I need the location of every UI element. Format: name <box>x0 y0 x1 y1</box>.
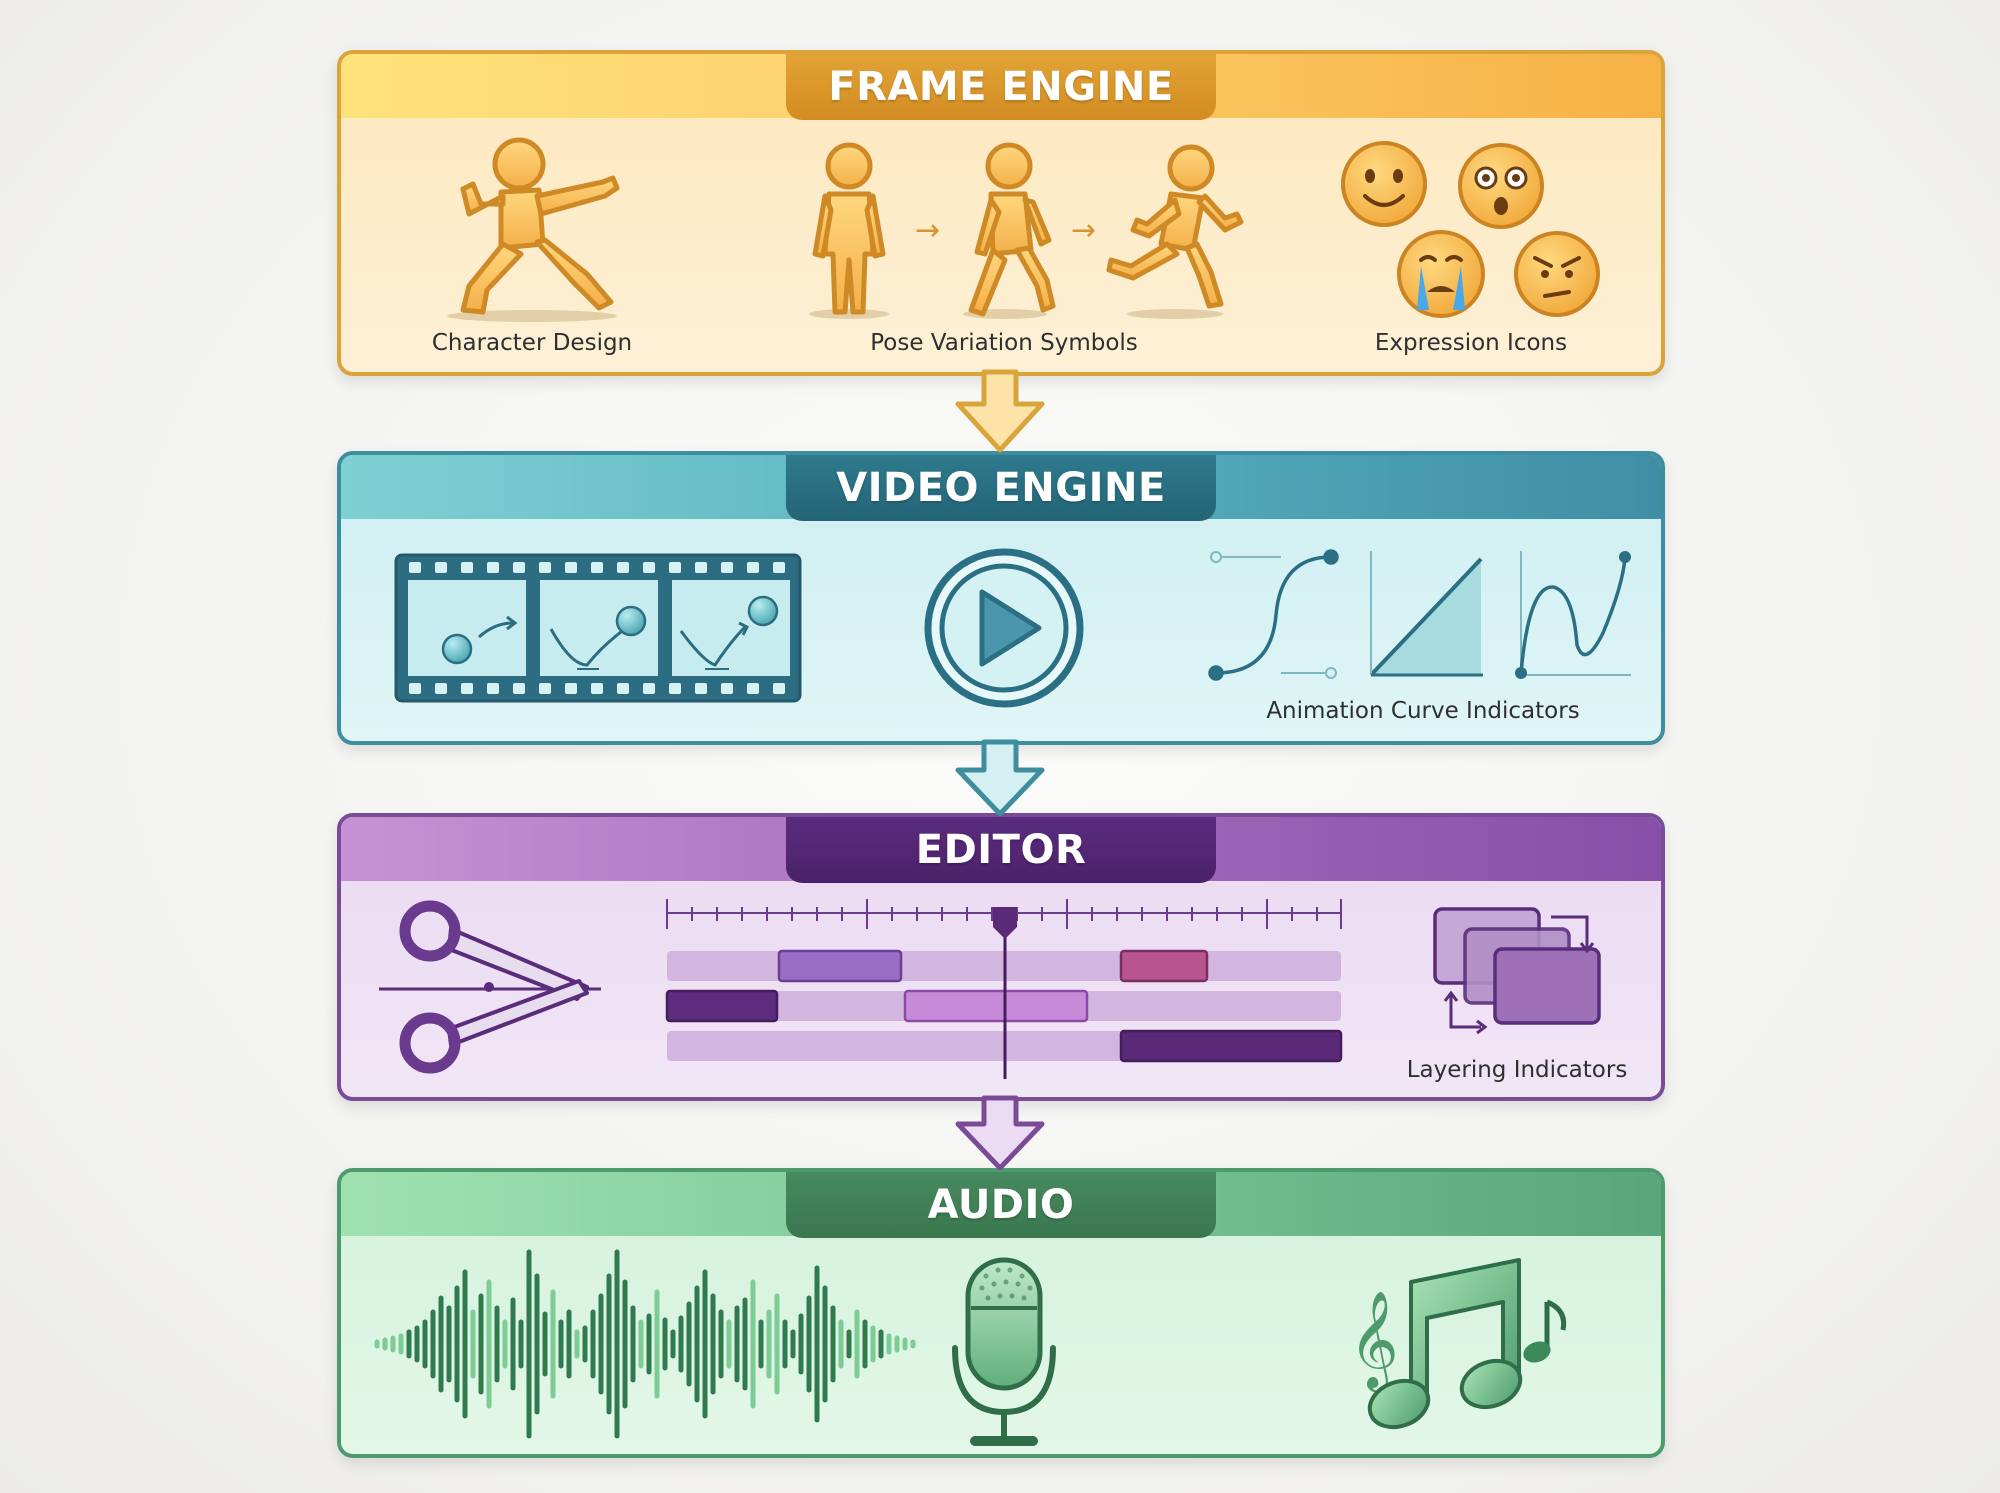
character-figure-icon <box>447 137 620 322</box>
music-notes-icon: 𝄞 <box>1349 1258 1567 1430</box>
standing-figure-icon <box>809 142 889 319</box>
play-button-icon <box>924 548 1084 708</box>
scissors-icon <box>379 900 601 1074</box>
frame-engine-title: FRAME ENGINE <box>786 54 1216 120</box>
layers-icon <box>1433 907 1601 1035</box>
arrow-editor-to-audio <box>955 1095 1045 1171</box>
editor-panel: EDITOR <box>337 813 1665 1101</box>
expression-icons-label: Expression Icons <box>1374 330 1568 356</box>
microphone-icon <box>952 1257 1056 1446</box>
angry-emoji-icon <box>1514 231 1600 317</box>
ease-curve-icon <box>1208 549 1339 681</box>
pose-variation-label: Pose Variation Symbols <box>870 330 1138 356</box>
video-engine-panel: VIDEO ENGINE <box>337 451 1665 745</box>
video-engine-illustrations <box>394 548 1631 708</box>
smile-emoji-icon <box>1341 141 1427 227</box>
audio-illustrations: 𝄞 <box>374 1249 1567 1446</box>
surprised-emoji-icon <box>1458 143 1544 229</box>
frame-engine-panel: FRAME ENGINE <box>337 50 1665 376</box>
audio-title: AUDIO <box>786 1172 1216 1238</box>
frame-engine-illustrations: → → <box>447 137 1600 322</box>
pose-arrow-1: → <box>915 213 940 248</box>
crying-emoji-icon <box>1397 230 1485 318</box>
audio-panel: AUDIO <box>337 1168 1665 1458</box>
editor-illustrations <box>379 899 1601 1079</box>
timeline-icon <box>665 899 1343 1079</box>
arrow-frame-to-video <box>955 369 1045 453</box>
character-design-label: Character Design <box>431 330 633 356</box>
running-figure-icon <box>1106 144 1244 319</box>
film-strip-icon <box>394 553 802 703</box>
walking-figure-icon <box>963 142 1056 319</box>
layering-indicators-label: Layering Indicators <box>1406 1057 1628 1083</box>
wave-curve-icon <box>1515 551 1631 679</box>
arrow-video-to-editor <box>955 739 1045 817</box>
treble-clef-glyph: 𝄞 <box>1349 1290 1399 1392</box>
animation-curve-label: Animation Curve Indicators <box>1266 698 1580 724</box>
pose-arrow-2: → <box>1071 213 1096 248</box>
video-engine-title: VIDEO ENGINE <box>786 455 1216 521</box>
linear-curve-icon <box>1369 551 1483 677</box>
editor-title: EDITOR <box>786 817 1216 883</box>
waveform-icon <box>374 1249 916 1439</box>
